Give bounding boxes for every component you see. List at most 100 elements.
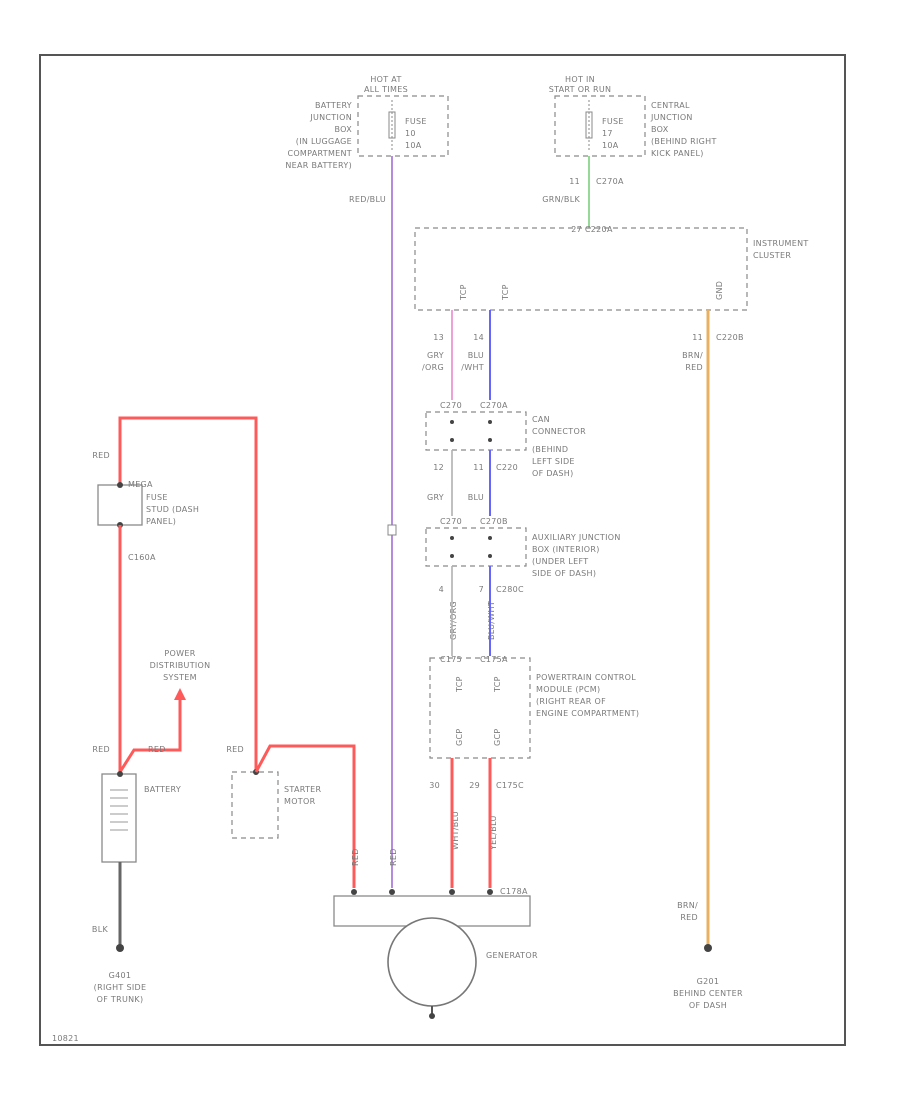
can-connector-id: C220 xyxy=(496,463,518,472)
can-wire-blu: BLU xyxy=(468,493,484,502)
ground-g201-label-2: BEHIND CENTER xyxy=(673,989,743,998)
ground-wire-label: BLK xyxy=(92,925,109,934)
mega-fuse-label-3: STUD (DASH xyxy=(146,505,199,514)
cluster-pin-gnd: GND xyxy=(715,281,724,300)
wire-red-generator-feed xyxy=(254,744,356,888)
mega-fuse-label-1: MEGA xyxy=(128,480,153,489)
generator-label: GENERATOR xyxy=(486,951,538,960)
can-label-2: CONNECTOR xyxy=(532,427,586,436)
fuse-right-location-2: JUNCTION xyxy=(650,113,693,122)
pcm-label-3: (RIGHT REAR OF xyxy=(536,697,606,706)
aux-pin-7: 7 xyxy=(479,585,484,594)
fuse-right-label: FUSE xyxy=(602,117,624,126)
cluster-label-2: CLUSTER xyxy=(753,251,791,260)
diagram-id: 10821 xyxy=(52,1034,79,1043)
cluster-connector-top: 27 C220A xyxy=(571,225,613,234)
can-wire-gry: GRY xyxy=(427,493,444,502)
fuse-right-location-5: KICK PANEL) xyxy=(651,149,704,158)
fuse-left-label: FUSE xyxy=(405,117,427,126)
cluster-right-wire-2: /WHT xyxy=(461,363,484,372)
pcm-header-2: C175A xyxy=(480,655,508,664)
fuse-right-connector: C270A xyxy=(596,177,624,186)
pcm-out-pin-29: 29 xyxy=(469,781,480,790)
fuse-left-wire-label: RED/BLU xyxy=(349,195,386,204)
generator-ground-icon xyxy=(429,1013,435,1019)
cluster-gnd-connector: C220B xyxy=(716,333,744,342)
fuse-right-header-1: HOT IN xyxy=(565,75,595,84)
generator-wire-1: RED xyxy=(351,848,360,866)
fuse-left-location-6: NEAR BATTERY) xyxy=(285,161,352,170)
pcm-pin-gcp-2: GCP xyxy=(493,728,502,746)
fuse-left-box xyxy=(357,95,449,157)
auxiliary-junction-box: C270 C270B AUXILIARY JUNCTION BOX (INTER… xyxy=(425,517,620,640)
can-connector: C270 C270A CAN CONNECTOR (BEHIND LEFT SI… xyxy=(425,401,586,502)
wire-red-blu-inline-connector xyxy=(387,524,397,536)
pcm-out-connector: C175C xyxy=(496,781,524,790)
fuse-left-location-5: COMPARTMENT xyxy=(287,149,352,158)
ground-right-wire-2: RED xyxy=(680,913,698,922)
battery-symbol xyxy=(101,773,137,863)
fuse-right-wire-label: GRN/BLK xyxy=(542,195,580,204)
ground-g401-symbol xyxy=(116,944,124,952)
fuse-right-location-3: BOX xyxy=(651,125,669,134)
generator-wire-2: RED xyxy=(389,848,398,866)
pcm-out-pin-30: 30 xyxy=(429,781,440,790)
starter-label-1: STARTER xyxy=(284,785,322,794)
instrument-cluster: 27 C220A INSTRUMENT CLUSTER TCP TCP GND … xyxy=(414,225,809,372)
starter-motor-box xyxy=(231,771,279,839)
aux-header-2: C270B xyxy=(480,517,508,526)
fuse-right-header-2: START OR RUN xyxy=(549,85,612,94)
starter-wire-label: RED xyxy=(226,745,244,754)
mega-fuse-label-4: PANEL) xyxy=(146,517,176,526)
ground-g201-label-1: G201 xyxy=(697,977,720,986)
fuse-right-location-4: (BEHIND RIGHT xyxy=(651,137,717,146)
power-distribution-label-2: DISTRIBUTION xyxy=(150,661,211,670)
aux-label-3: (UNDER LEFT xyxy=(532,557,588,566)
aux-label-2: BOX (INTERIOR) xyxy=(532,545,600,554)
mega-fuse-connector: C160A xyxy=(128,553,156,562)
mega-fuse xyxy=(97,484,143,526)
fuse-right-pin: 11 xyxy=(569,177,580,186)
can-header-1: C270 xyxy=(440,401,462,410)
fuse-right-box xyxy=(554,95,646,157)
cluster-gnd-wire-2: RED xyxy=(685,363,703,372)
cluster-wire-pin-13: 13 xyxy=(433,333,444,342)
fuse-left-header-2: ALL TIMES xyxy=(364,85,408,94)
can-label-4: LEFT SIDE xyxy=(532,457,575,466)
pcm-label-2: MODULE (PCM) xyxy=(536,685,600,694)
pcm-pin-tcp-2: TCP xyxy=(493,676,502,693)
fuse-right-location-1: CENTRAL xyxy=(651,101,690,110)
diagram-frame xyxy=(39,54,846,1046)
can-label-5: OF DASH) xyxy=(532,469,574,478)
fuse-left-rating: 10A xyxy=(405,141,422,150)
power-distribution-label-1: POWER xyxy=(164,649,195,658)
can-connector-box xyxy=(425,411,527,451)
cluster-left-wire-2: /ORG xyxy=(422,363,444,372)
aux-wire-blu-wht: BLU/WHT xyxy=(487,601,496,640)
fuse-left-location-1: BATTERY xyxy=(315,101,352,110)
can-pin-11: 11 xyxy=(473,463,484,472)
fuse-right-number: 17 xyxy=(602,129,613,138)
central-junction-box-fuse: HOT IN START OR RUN FUSE 17 10A CENTRAL … xyxy=(542,75,716,204)
cluster-label-1: INSTRUMENT xyxy=(753,239,809,248)
can-label-3: (BEHIND xyxy=(532,445,568,454)
starter-label-2: MOTOR xyxy=(284,797,316,806)
fuse-left-location-2: JUNCTION xyxy=(309,113,352,122)
aux-connector-id: C280C xyxy=(496,585,524,594)
power-distribution-label-3: SYSTEM xyxy=(163,673,197,682)
fuse-left-location-4: (IN LUGGAGE xyxy=(296,137,352,146)
fuse-left-number: 10 xyxy=(405,129,416,138)
cluster-left-wire-1: GRY xyxy=(427,351,444,360)
can-label-1: CAN xyxy=(532,415,550,424)
ground-g401-label-1: G401 xyxy=(109,971,132,980)
generator-symbol xyxy=(387,917,477,1007)
pcm-out-wire-wht-blu: WHT/BLU xyxy=(451,811,460,850)
battery-cells xyxy=(110,789,128,831)
aux-label-4: SIDE OF DASH) xyxy=(532,569,596,578)
pcm-box xyxy=(429,657,531,759)
mega-fuse-label-2: FUSE xyxy=(146,493,168,502)
wire-red-top-loop xyxy=(118,416,258,772)
cluster-pin-tcp-2: TCP xyxy=(501,284,510,301)
fuse-right-element xyxy=(585,111,593,139)
